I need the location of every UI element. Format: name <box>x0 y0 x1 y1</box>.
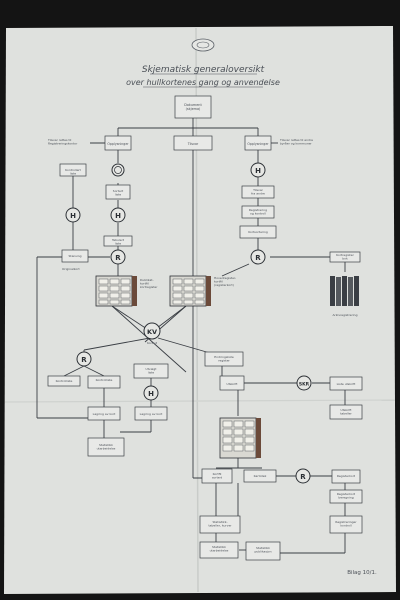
svg-text:Lagring av kort: Lagring av kort <box>140 412 164 416</box>
svg-text:Kartotek: Kartotek <box>254 474 267 478</box>
fold-line-h <box>4 399 396 403</box>
circle-r-right: R <box>250 249 266 265</box>
svg-text:Utskrift: Utskrift <box>227 382 239 386</box>
svg-text:H: H <box>115 212 121 220</box>
svg-text:Stansing: Stansing <box>68 254 81 258</box>
circle-h-left: H <box>65 207 81 223</box>
node-rs-b: Registerkort <box>331 469 361 484</box>
circle-r-bottom: R <box>295 468 311 484</box>
node-liste-b: Kontrolliste <box>87 375 121 389</box>
label-kort-ut: Kort ut <box>147 341 158 345</box>
label-arkiv: Arkivregistrering <box>332 313 357 317</box>
svg-text:SKR: SKR <box>299 382 310 388</box>
svg-text:R: R <box>300 473 306 481</box>
node-stansing: Stansing <box>61 249 89 263</box>
node-rs-a: Kartotek <box>243 469 277 483</box>
svg-text:Liste utskrift: Liste utskrift <box>337 382 356 386</box>
svg-text:Kortsortering: Kortsortering <box>248 230 268 234</box>
circle-r-lower: R <box>76 351 92 367</box>
node-left-top: Opplysninger <box>104 135 132 151</box>
svg-text:R: R <box>115 254 121 262</box>
node-ut-a: Liste utskrift <box>329 376 363 391</box>
svg-text:Kontrolliste: Kontrolliste <box>56 379 73 383</box>
svg-text:Kontrolliste: Kontrolliste <box>96 378 113 382</box>
svg-text:H: H <box>70 212 76 220</box>
svg-text:R: R <box>81 356 87 364</box>
svg-text:Opplysninger: Opplysninger <box>107 142 129 146</box>
node-right-top: Opplysninger <box>244 135 272 151</box>
fold-line <box>195 27 199 593</box>
card-file-left <box>95 275 137 307</box>
svg-text:Lagring av kort: Lagring av kort <box>93 412 117 416</box>
card-file-center <box>219 417 261 459</box>
node-center-top: Tilsvar <box>173 135 213 151</box>
svg-text:Statistikk-tabeller, kurver: Statistikk-tabeller, kurver <box>208 520 232 527</box>
node-lag-b: Lagring av kort <box>134 406 168 421</box>
circle-h-top <box>111 163 125 177</box>
svg-text:H: H <box>148 390 154 398</box>
circle-h-lower: H <box>143 385 159 401</box>
node-liste-a: Kontrolliste <box>47 375 81 387</box>
svg-text:KV: KV <box>147 328 157 336</box>
circle-skr: SKR <box>296 375 312 391</box>
label-original: Originalkort <box>62 267 80 271</box>
circle-r-left: R <box>110 249 126 265</box>
label-kortfil-right: Hovedregister-kortfil(registerkort) <box>214 276 236 287</box>
svg-text:Tilsvar: Tilsvar <box>187 142 199 146</box>
circle-h-right: H <box>250 162 266 178</box>
title-line-2: over hullkortenes gang og anvendelse <box>126 78 280 87</box>
binders-icon <box>330 276 359 306</box>
title-line-1: Skjematisk generaloversikt <box>142 65 265 75</box>
svg-text:Opplysninger: Opplysninger <box>247 142 269 146</box>
card-file-right <box>169 275 211 307</box>
svg-text:Dokument(skjema): Dokument(skjema) <box>184 103 202 111</box>
node-lag-a: Lagring av kort <box>87 406 121 421</box>
circle-h-mid: H <box>110 207 126 223</box>
footer-label: Bilag 10/1. <box>347 570 377 576</box>
svg-text:H: H <box>255 167 261 175</box>
node-utskrift: Utskrift <box>219 375 245 391</box>
node-right-c: Kortsortering <box>239 225 277 239</box>
node-top: Dokument(skjema) <box>174 95 212 119</box>
circle-kv: KV <box>143 322 161 340</box>
emblem-logo <box>191 38 215 52</box>
svg-text:Registerkort: Registerkort <box>337 474 356 478</box>
node-statistikk-bottom: Statistikk-tabeller, kurver <box>199 515 241 534</box>
svg-text:R: R <box>255 254 261 262</box>
